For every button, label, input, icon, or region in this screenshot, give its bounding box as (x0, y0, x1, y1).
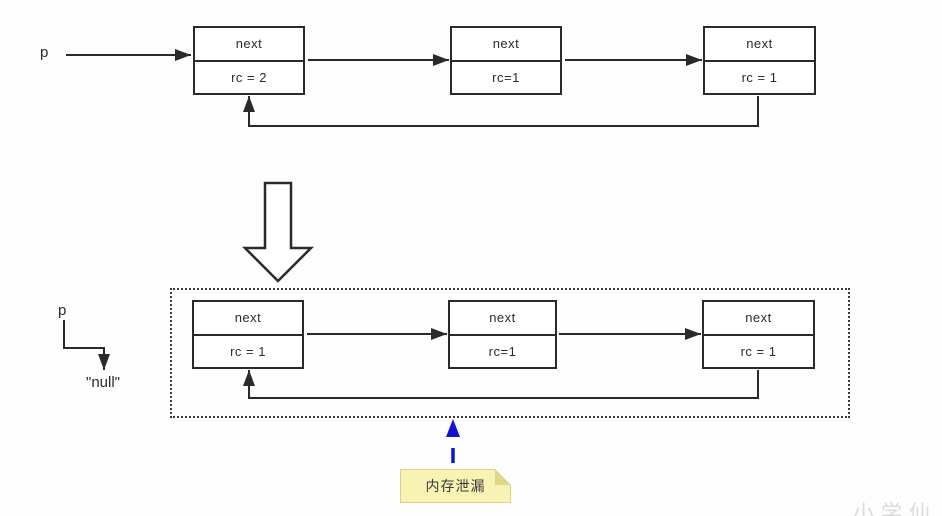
node-field-next: next (452, 28, 560, 62)
node-field-next: next (705, 28, 814, 62)
node-field-next: next (195, 28, 303, 62)
list-node-top-3: next rc = 1 (703, 26, 816, 95)
node-ref-count: rc = 1 (230, 343, 266, 359)
node-ref-count: rc = 2 (231, 69, 267, 85)
pointer-null-arrow (63, 320, 110, 370)
list-node-top-2: next rc=1 (450, 26, 562, 95)
blue-arrowhead-icon (446, 419, 460, 437)
memory-leak-note-text: 内存泄漏 (425, 478, 486, 494)
node-field-next: next (704, 302, 813, 336)
list-node-top-1: next rc = 2 (193, 26, 305, 95)
node-field-next: next (194, 302, 302, 336)
node-ref-count: rc = 1 (741, 69, 778, 85)
node-ref-count: rc=1 (492, 69, 520, 85)
list-node-bottom-1: next rc = 1 (192, 300, 304, 369)
node-field-next: next (450, 302, 555, 336)
memory-leak-note: 内存泄漏 (400, 469, 511, 503)
pointer-label-bottom: p (58, 302, 67, 319)
null-value-label: "null" (86, 374, 120, 391)
pointer-label-top: p (40, 44, 49, 61)
node-ref-count: rc = 1 (740, 343, 777, 359)
back-edge-bottom (243, 370, 759, 399)
back-edge-top (243, 96, 759, 127)
list-node-bottom-3: next rc = 1 (702, 300, 815, 369)
leaked-region-box (170, 288, 850, 418)
list-node-bottom-2: next rc=1 (448, 300, 557, 369)
node-ref-count: rc=1 (488, 343, 517, 359)
watermark: 小学仙 (853, 502, 937, 516)
transform-down-arrow-icon (241, 181, 315, 283)
